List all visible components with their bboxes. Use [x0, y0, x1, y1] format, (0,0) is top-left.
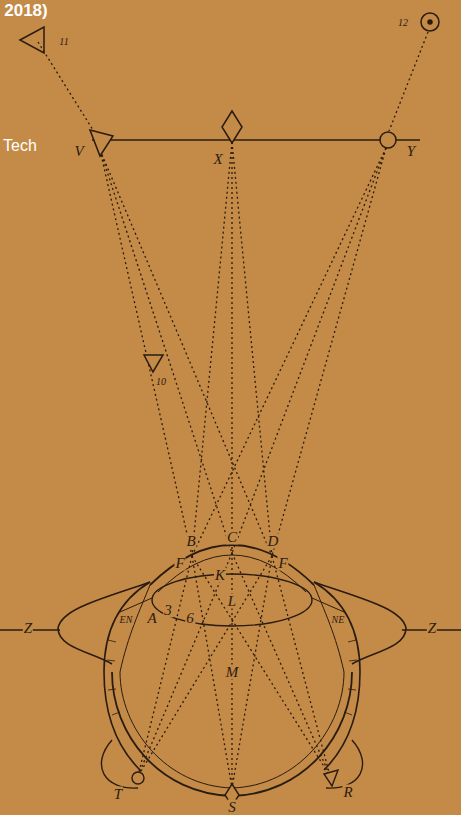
point-letter: NE — [331, 615, 346, 625]
eyeball — [0, 545, 461, 806]
point-letter: M — [225, 665, 240, 680]
point-letter: X — [212, 152, 223, 167]
point-letter: D — [267, 534, 280, 549]
point-letter: B — [185, 534, 196, 549]
point-letter: EN — [119, 615, 134, 625]
point-letter: Z — [427, 621, 437, 636]
point-letter: 6 — [185, 611, 195, 626]
point-letter: R — [342, 785, 353, 800]
point-letter: K — [214, 568, 226, 583]
point-letter: C — [226, 530, 238, 545]
light-rays — [38, 32, 428, 788]
point-letter: Z — [23, 621, 33, 636]
side-text: Tech — [2, 138, 38, 154]
point-letter: T — [113, 787, 123, 802]
callout-number: 10 — [155, 377, 167, 387]
callout-number: 12 — [397, 18, 409, 28]
object-plane — [20, 13, 439, 372]
point-letter: A — [146, 611, 157, 626]
point-letter: 3 — [163, 603, 173, 618]
point-letter: L — [227, 594, 237, 609]
point-letter: F — [277, 556, 288, 571]
callout-number: 11 — [58, 37, 69, 47]
year-fragment: 2018) — [3, 1, 48, 18]
point-letter: V — [73, 144, 84, 159]
point-letter: S — [227, 799, 237, 814]
point-letter: Y — [406, 144, 416, 159]
point-letter: F — [174, 556, 185, 571]
